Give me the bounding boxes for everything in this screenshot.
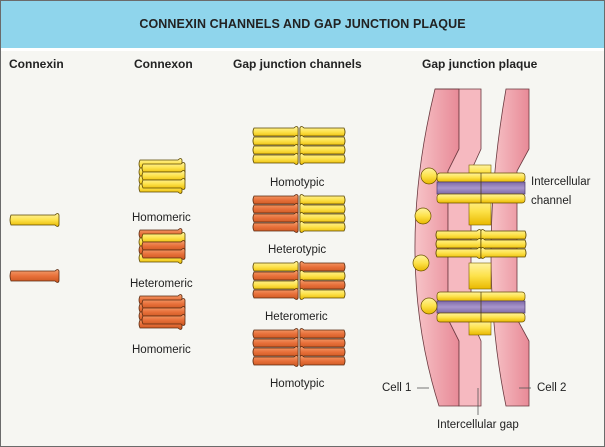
connexin-yellow bbox=[9, 213, 60, 227]
connexon-label-3: Homomeric bbox=[132, 344, 191, 356]
connexon-label-1: Homomeric bbox=[132, 212, 191, 224]
diagram-title: CONNEXIN CHANNELS AND GAP JUNCTION PLAQU… bbox=[139, 17, 466, 31]
channel-label-1: Homotypic bbox=[270, 177, 325, 189]
gap-connexon-stacks bbox=[468, 164, 492, 336]
intercellular-channel-label-1: Intercellular bbox=[531, 176, 591, 188]
connexon-end-views bbox=[412, 167, 438, 315]
column-heading-channels: Gap junction channels bbox=[233, 57, 362, 71]
channel-heteromeric bbox=[252, 261, 346, 300]
title-banner: CONNEXIN CHANNELS AND GAP JUNCTION PLAQU… bbox=[1, 1, 604, 51]
intercellular-gap-label: Intercellular gap bbox=[437, 419, 519, 431]
connexon-homomeric-orange bbox=[138, 294, 186, 330]
channel-heterotypic bbox=[252, 194, 346, 233]
plaque-channel-1 bbox=[436, 172, 526, 204]
channel-label-3: Heteromeric bbox=[265, 311, 328, 323]
connexon-label-2: Heteromeric bbox=[130, 278, 193, 290]
connexon-homomeric-yellow bbox=[138, 158, 186, 194]
connexon-heteromeric bbox=[138, 228, 186, 264]
channel-homotypic-orange bbox=[252, 328, 346, 367]
connexin-orange bbox=[9, 269, 60, 283]
channel-homotypic-yellow bbox=[252, 126, 346, 165]
plaque-channel-3 bbox=[436, 291, 526, 323]
column-heading-connexon: Connexon bbox=[134, 57, 193, 71]
intercellular-channel-label-2: channel bbox=[531, 195, 572, 207]
channel-label-2: Heterotypic bbox=[268, 244, 327, 256]
column-heading-plaque: Gap junction plaque bbox=[422, 57, 538, 71]
plaque-channel-2 bbox=[435, 229, 527, 259]
cell-2-label: Cell 2 bbox=[537, 382, 567, 394]
cell-1-label: Cell 1 bbox=[382, 382, 412, 394]
channel-label-4: Homotypic bbox=[270, 378, 325, 390]
column-heading-connexin: Connexin bbox=[9, 57, 64, 71]
